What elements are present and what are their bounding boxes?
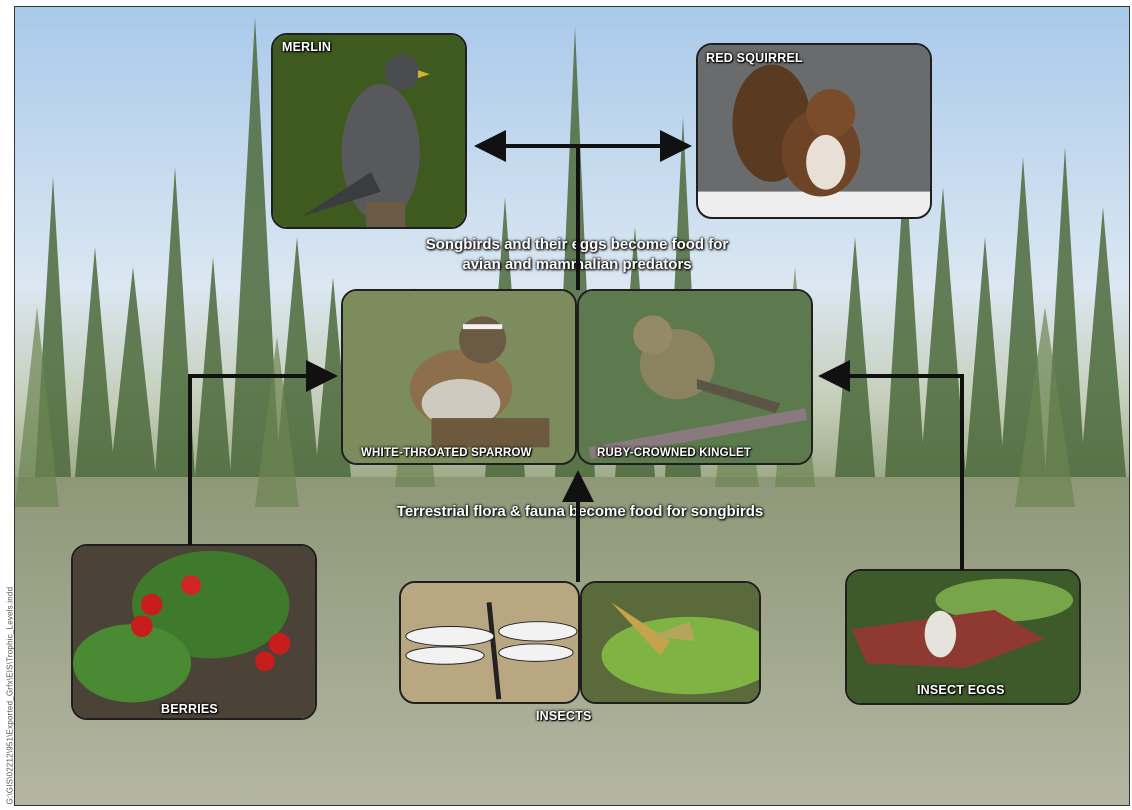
- insects-dragonfly-photo: [399, 581, 580, 704]
- red-squirrel-image: [698, 45, 930, 217]
- white-throated-sparrow-image: [343, 291, 575, 463]
- insect-eggs-label: INSECT EGGS: [917, 683, 1005, 697]
- white-throated-sparrow-label: WHITE-THROATED SPARROW: [361, 447, 532, 459]
- merlin-label: MERLIN: [282, 40, 331, 54]
- berries-image: [73, 546, 315, 718]
- predators-caption: Songbirds and their eggs become food for…: [367, 235, 787, 275]
- file-path-label: G:\GIS\02212\951\Exported_Grfx\EIS\Troph…: [0, 0, 14, 810]
- insect-eggs-photo: INSECT EGGS: [845, 569, 1081, 705]
- ruby-crowned-kinglet-photo: RUBY-CROWNED KINGLET: [577, 289, 813, 465]
- ruby-crowned-kinglet-label: RUBY-CROWNED KINGLET: [597, 447, 751, 459]
- predators-caption-line-2: avian and mammalian predators: [367, 255, 787, 275]
- merlin-photo: MERLIN: [271, 33, 467, 229]
- mayfly-image: [582, 583, 759, 702]
- red-squirrel-label: RED SQUIRREL: [706, 51, 803, 65]
- merlin-image: [273, 35, 465, 227]
- ruby-crowned-kinglet-image: [579, 291, 811, 463]
- flora-fauna-caption: Terrestrial flora & fauna become food fo…: [345, 502, 815, 522]
- predators-caption-line-1: Songbirds and their eggs become food for: [367, 235, 787, 255]
- diagram-frame: MERLIN RED SQUIRREL WHITE-THROATED SPARR…: [14, 6, 1130, 806]
- berries-label: BERRIES: [161, 702, 218, 716]
- white-throated-sparrow-photo: WHITE-THROATED SPARROW: [341, 289, 577, 465]
- insects-mayfly-photo: [580, 581, 761, 704]
- red-squirrel-photo: RED SQUIRREL: [696, 43, 932, 219]
- berries-photo: BERRIES: [71, 544, 317, 720]
- dragonfly-image: [401, 583, 578, 702]
- insects-label: INSECTS: [536, 709, 592, 723]
